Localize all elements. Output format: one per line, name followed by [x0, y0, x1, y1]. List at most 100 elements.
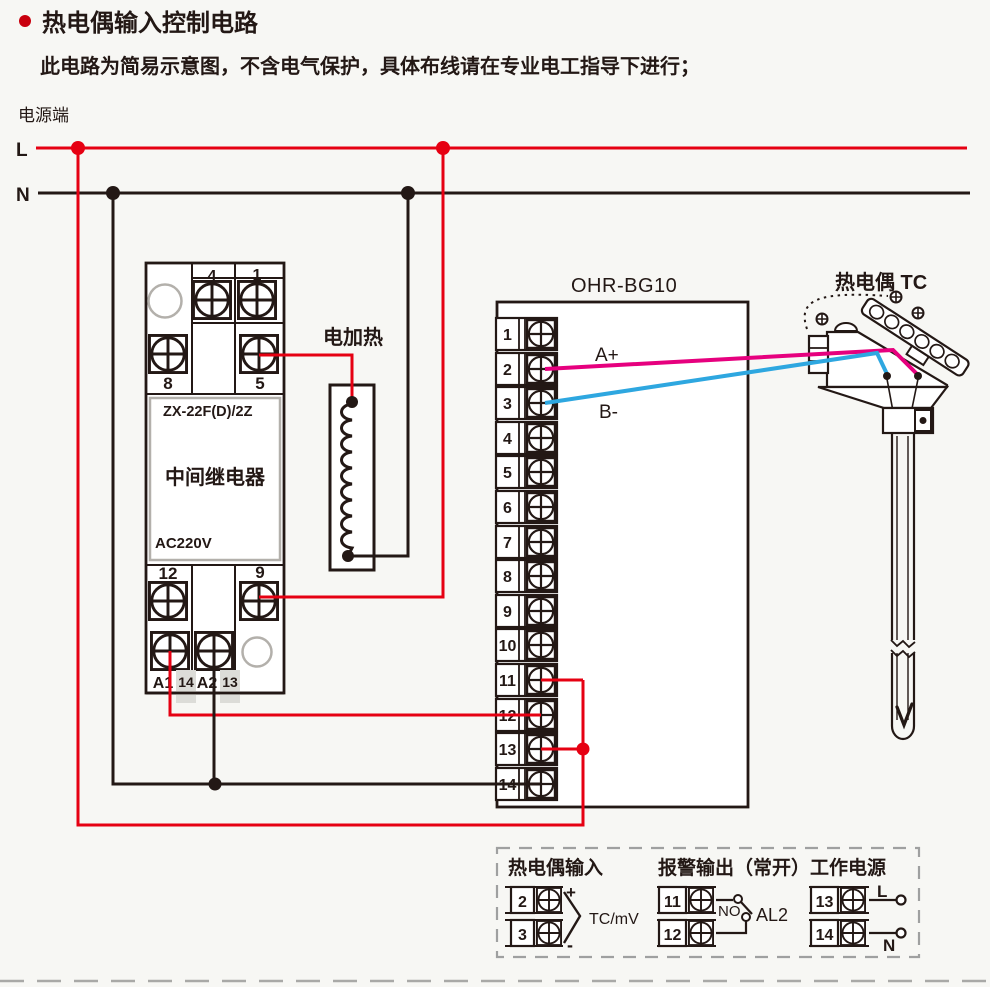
svg-text:5: 5 [503, 465, 512, 482]
svg-text:8: 8 [503, 569, 512, 586]
svg-text:9: 9 [503, 604, 512, 621]
junction-dot [401, 186, 415, 200]
legend-power-title: 工作电源 [810, 856, 886, 879]
controller-terminal-row: 9 [494, 593, 559, 629]
wire-neutral-to-t14 [111, 196, 541, 786]
junction-dot [436, 141, 450, 155]
legend-terminal-3-label: 3 [518, 927, 527, 944]
thermocouple-neck [817, 385, 950, 410]
contact-point [895, 927, 907, 939]
power-wires [869, 898, 896, 935]
svg-text:13: 13 [499, 742, 517, 759]
screw-terminal-icon [839, 886, 867, 914]
legend-terminal-13-label: 13 [816, 894, 834, 911]
screw-terminal-icon [191, 279, 233, 321]
svg-text:1: 1 [503, 327, 512, 344]
contact-point [741, 912, 751, 922]
no-contact-label: NO [718, 903, 741, 920]
legend-alarm-output: 报警输出（常开） 11 12 NO AL2 [657, 856, 810, 948]
legend-neutral-label: N [883, 936, 895, 955]
screw-terminal-icon [687, 919, 715, 947]
legend-box [495, 846, 921, 959]
thermocouple-probe [890, 433, 916, 741]
controller-model: OHR-BG10 [571, 275, 677, 297]
probe-tip-arrow [895, 702, 914, 730]
wire-tc-plus [544, 347, 920, 377]
screw-terminal-icon [535, 886, 563, 914]
neutral-label: N [16, 185, 30, 206]
bullet-icon [19, 15, 31, 27]
relay-voltage: AC220V [155, 535, 212, 552]
alarm-name-label: AL2 [756, 905, 788, 925]
relay-model: ZX-22F(D)/2Z [163, 404, 253, 420]
legend: 热电偶输入 2 3 + - TC/mV 报警输出（常开） 11 12 NO [495, 846, 921, 959]
heater: 电加热 [323, 326, 383, 572]
thermocouple-cap [860, 297, 970, 377]
relay-coil-a2-label: A2 [197, 675, 218, 692]
relay-terminal-9-label: 9 [255, 563, 264, 582]
wire-heater-to-neutral [348, 196, 410, 558]
cap-screw-icon [815, 290, 925, 326]
relay-coil-a1-label: A1 [153, 675, 174, 692]
screw-terminal-icon [535, 919, 563, 947]
relay-terminal-4-label: 4 [208, 268, 217, 285]
relay-indicator-circle [147, 283, 183, 319]
controller-terminal-row: 6 [494, 489, 559, 525]
plus-label: + [566, 883, 576, 902]
contact-point [733, 894, 743, 904]
relay-terminal-8-label: 8 [163, 374, 172, 393]
tc-lead-dot [914, 372, 922, 380]
tc-lead-dot [883, 372, 891, 380]
legend-alarm-title: 报警输出（常开） [658, 856, 810, 879]
relay-coil-a1-tab-label: 14 [178, 674, 194, 690]
minus-label: - [567, 935, 573, 955]
screw-terminal-icon [839, 919, 867, 947]
alarm-contact-wires [716, 898, 753, 935]
screw-terminal-icon [687, 886, 715, 914]
svg-text:3: 3 [503, 396, 512, 413]
relay-terminal-1-label: 1 [253, 267, 262, 284]
junction-dot [342, 550, 354, 562]
screw-terminal-icon [147, 580, 189, 622]
wire-tc-minus [544, 350, 889, 405]
collar-screw-dot [919, 417, 927, 424]
junction-dot [71, 141, 85, 155]
page-title: 热电偶输入控制电路 [42, 9, 259, 37]
screw-terminal-icon [147, 333, 189, 375]
relay-name: 中间继电器 [165, 465, 266, 489]
controller-terminal-row: 4 [494, 420, 559, 456]
relay-terminal-5-label: 5 [255, 374, 264, 393]
relay-mount-tab [220, 670, 240, 703]
legend-terminal-11-label: 11 [664, 894, 681, 911]
wire-a1-to-t12 [168, 651, 541, 717]
relay-body-panel [148, 396, 282, 562]
wire-relay9-to-live [259, 151, 445, 599]
live-label: L [16, 140, 28, 161]
svg-text:6: 6 [503, 500, 512, 517]
relay-terminal-12-label: 12 [159, 564, 178, 583]
controller-terminal-row: 8 [494, 558, 559, 594]
thermocouple: 热电偶 TC [803, 270, 970, 741]
relay-coil-a2-tab-label: 13 [222, 674, 238, 690]
svg-text:7: 7 [503, 535, 512, 552]
wire-t11-t13-stubs [541, 678, 583, 751]
controller-terminal-row: 5 [494, 454, 559, 490]
legend-terminal-14-label: 14 [816, 927, 834, 944]
legend-tc-input: 热电偶输入 2 3 + - TC/mV [505, 856, 639, 955]
tc-minus-label: B- [599, 402, 618, 423]
power-section-label: 电源端 [18, 106, 69, 125]
probe-tip [890, 725, 916, 741]
junction-dot [106, 186, 120, 200]
legend-terminal-12-label: 12 [664, 927, 682, 944]
junction-dot [208, 777, 222, 791]
controller-terminal-row: 7 [494, 524, 559, 560]
junction-dot [576, 742, 590, 756]
svg-text:2: 2 [503, 362, 512, 379]
wire-relay5-to-heater [259, 353, 354, 399]
controller-terminal-row: 1 [494, 316, 559, 352]
relay: 4 1 8 5 ZX-22F(D)/2Z 中间继电器 AC220V 12 9 A… [144, 261, 286, 703]
legend-live-label: L [877, 882, 887, 901]
relay-mount-tab [176, 670, 196, 703]
relay-indicator-circle [241, 636, 273, 668]
